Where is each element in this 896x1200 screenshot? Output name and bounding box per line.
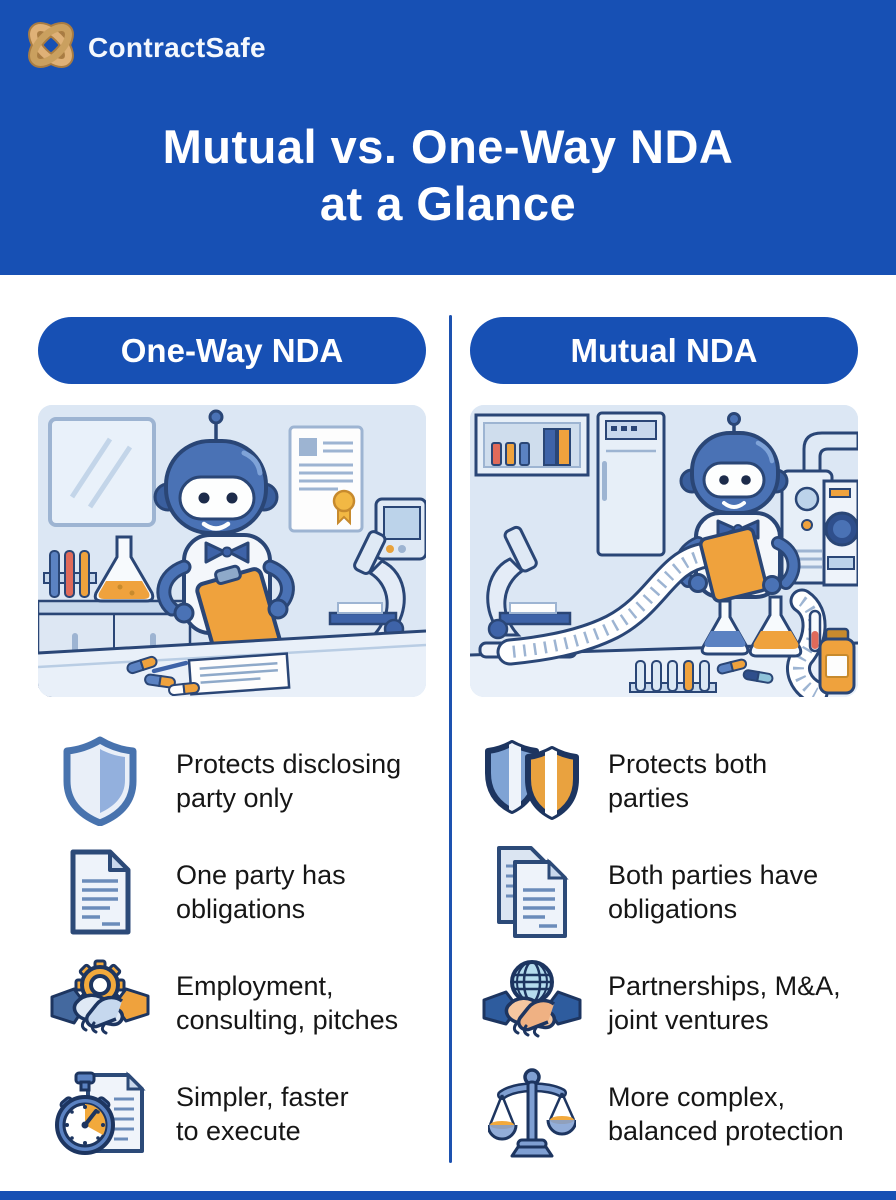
- feature-text: Employment, consulting, pitches: [176, 971, 399, 1035]
- mutual-feature-list: Protects both parties: [470, 737, 858, 1158]
- one-way-nda-header-pill: One-Way NDA: [38, 317, 426, 384]
- feature-text: Both parties have obligations: [608, 860, 819, 924]
- column-one-way-nda: One-Way NDA: [38, 317, 426, 1158]
- feature-text: One party has obligations: [176, 860, 346, 924]
- mutual-nda-illustration: [470, 405, 858, 697]
- feature-row: One party has obligations: [38, 848, 426, 936]
- gear-handshake-icon: [38, 959, 162, 1047]
- feature-text: Simpler, faster to execute: [176, 1082, 349, 1146]
- feature-text: More complex, balanced protection: [608, 1082, 844, 1146]
- one-way-nda-illustration: [38, 405, 426, 697]
- double-shield-icon: [470, 739, 594, 823]
- scales-icon: [470, 1068, 594, 1160]
- globe-handshake-icon: [470, 958, 594, 1048]
- feature-row: Protects disclosing party only: [38, 736, 426, 826]
- column-mutual-nda: Mutual NDA: [470, 317, 858, 1158]
- bottom-accent-bar: [0, 1191, 896, 1200]
- comparison-columns: One-Way NDA: [38, 317, 858, 1158]
- header-banner: ContractSafe Mutual vs. One-Way NDA at a…: [0, 0, 896, 275]
- feature-row: Simpler, faster to execute: [38, 1070, 426, 1158]
- feature-text: Protects both parties: [608, 749, 768, 813]
- feature-row: Employment, consulting, pitches: [38, 959, 426, 1047]
- brand: ContractSafe: [24, 20, 266, 75]
- documents-icon: [470, 846, 594, 938]
- one-way-feature-list: Protects disclosing party only: [38, 736, 426, 1158]
- page-title-line1: Mutual vs. One-Way NDA: [162, 120, 734, 173]
- stopwatch-document-icon: [38, 1071, 162, 1157]
- page-title-line2: at a Glance: [319, 177, 577, 230]
- knot-logo-icon: [24, 20, 78, 75]
- brand-name: ContractSafe: [88, 31, 266, 63]
- document-icon: [38, 848, 162, 936]
- feature-text: Partnerships, M&A, joint ventures: [608, 971, 841, 1035]
- feature-row: Both parties have obligations: [470, 846, 858, 938]
- mutual-nda-header-pill: Mutual NDA: [470, 317, 858, 384]
- feature-row: Protects both parties: [470, 737, 858, 825]
- feature-row: More complex, balanced protection: [470, 1068, 858, 1160]
- shield-icon: [38, 736, 162, 826]
- feature-text: Protects disclosing party only: [176, 749, 402, 813]
- page-title: Mutual vs. One-Way NDA at a Glance: [0, 118, 896, 232]
- column-divider: [449, 315, 452, 1163]
- feature-row: Partnerships, M&A, joint ventures: [470, 959, 858, 1047]
